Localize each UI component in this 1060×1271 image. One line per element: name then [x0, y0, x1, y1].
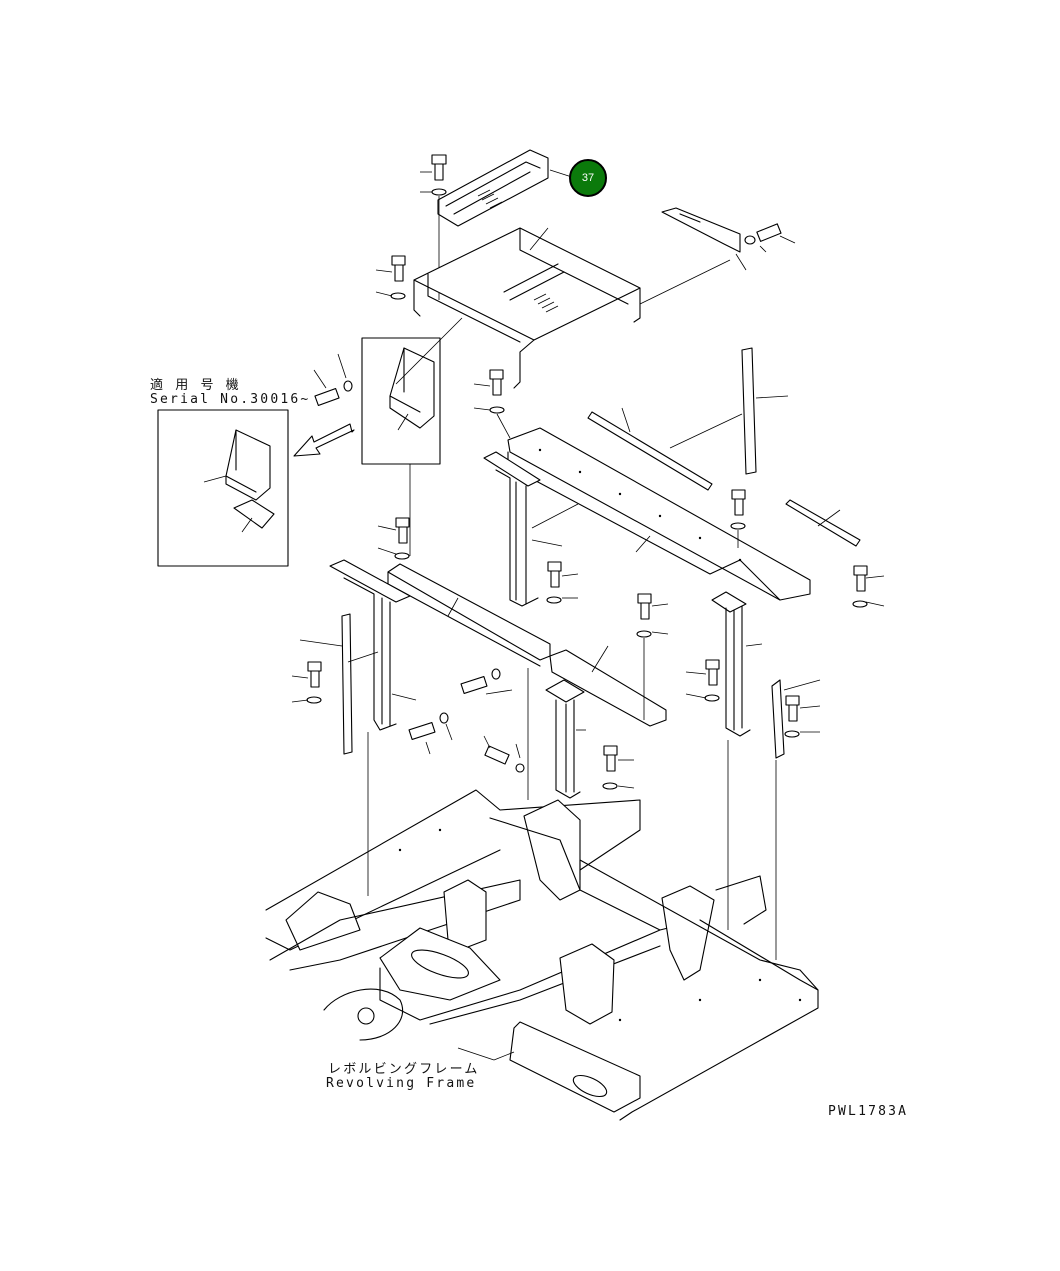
- serial-note-en: Serial No.30016~: [150, 392, 311, 407]
- serial-note-jp: 適 用 号 機: [150, 378, 241, 393]
- callout-number: 37: [581, 172, 595, 184]
- frame-label-en: Revolving Frame: [326, 1076, 477, 1091]
- top-bolt[interactable]: [420, 154, 447, 300]
- serial-detail-box[interactable]: [157, 409, 289, 567]
- rubber-strip-set[interactable]: [299, 347, 861, 755]
- right-lower-beam[interactable]: [549, 645, 667, 727]
- revolving-frame[interactable]: [265, 789, 819, 1121]
- right-far-bracket[interactable]: [771, 679, 821, 960]
- left-bolt-set[interactable]: [375, 255, 511, 439]
- drawing-code: PWL1783A: [828, 1104, 909, 1119]
- frame-label-jp: レボルビングフレーム: [328, 1062, 480, 1077]
- callout-37[interactable]: 37: [569, 159, 607, 197]
- top-right-bracket[interactable]: [661, 207, 796, 271]
- upper-platform-frame[interactable]: [413, 227, 731, 389]
- middle-cross-beam[interactable]: [387, 563, 551, 667]
- right-vertical-stand[interactable]: [711, 591, 763, 930]
- small-cover-detail-box[interactable]: [313, 317, 463, 556]
- lower-center-stand[interactable]: [527, 668, 586, 800]
- detail-arrow: [293, 423, 355, 457]
- top-cover-plate[interactable]: [437, 149, 576, 227]
- center-support-post[interactable]: [483, 451, 579, 607]
- left-vertical-stand[interactable]: [329, 559, 417, 896]
- mid-bolt-set[interactable]: [291, 489, 885, 790]
- horizontal-bolt-set[interactable]: [408, 668, 525, 773]
